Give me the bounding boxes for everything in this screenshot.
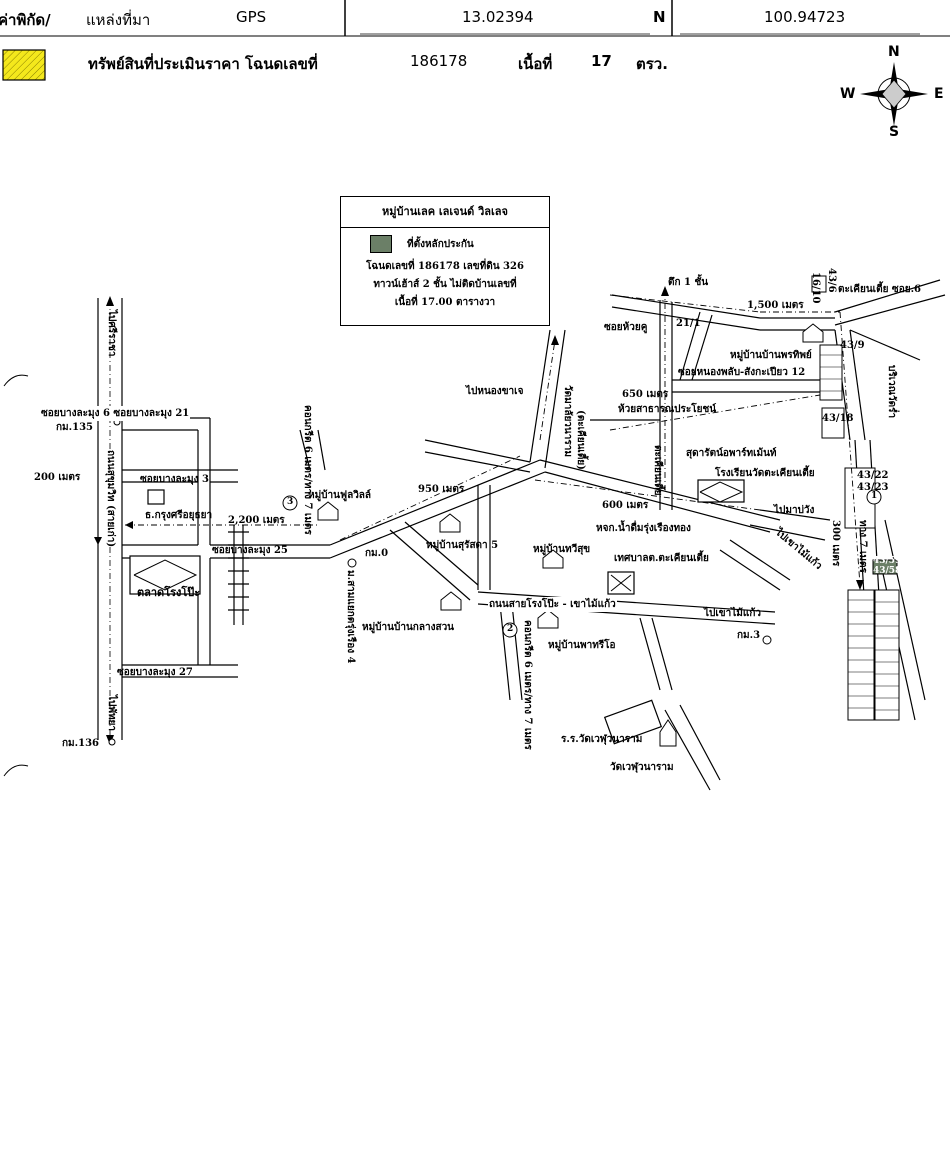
label-sriracha: ไปศรีราชา <box>106 310 117 357</box>
source-label: แหล่งที่มา <box>86 11 151 29</box>
label-sudarat: สุดารัตน์อพาร์ทเม้นท์ <box>686 448 777 459</box>
legend-title: หมู่บ้านเลค เลเจนด์ วิลเลจ <box>341 197 549 228</box>
label-43-22: 43/22 <box>857 470 889 481</box>
label-km3: กม.3 <box>737 630 761 641</box>
label-soi-25: ซอยบางละมุง 25 <box>212 545 288 556</box>
label-to-nongkhai: ไปหนองขาเจ <box>466 386 524 397</box>
area-value: 17 <box>591 52 612 70</box>
label-300m: 300 เมตร <box>830 520 841 567</box>
label-wat-veru: วัดเวฬุวนาราม <box>610 762 674 773</box>
compass-icon <box>860 62 928 126</box>
label-soi-huaiku: ซอยห้วยคู <box>604 322 648 333</box>
label-municipal: เทศบาลต.ตะเคียนเตี้ย <box>614 553 709 564</box>
label-village-patrio: หมู่บ้านพาทรีโอ <box>548 640 616 651</box>
property-label: ทรัพย์สินที่ประเมินราคา โฉนดเลขที่ <box>88 55 318 73</box>
label-building-1-floor: ตึก 1 ชั้น <box>668 277 709 288</box>
label-43-23: 43/23 <box>857 482 889 493</box>
label-to-khaomaikaeo-2: ไปเขาไม้แก้ว <box>773 526 824 573</box>
label-road-rongpo: ถนนสายโรงโป๊ะ - เขาไม้แก้ว <box>488 597 617 612</box>
label-village-full: หมู่บ้านฟูลวิลล์ <box>308 490 372 501</box>
legend-box: หมู่บ้านเลค เลเจนด์ วิลเลจ ที่ตั้งหลักปร… <box>340 196 550 326</box>
label-takhian: ตะเคียนเตี้ย <box>652 445 663 496</box>
label-43-18: 43/18 <box>822 413 854 424</box>
label-200m: 200 เมตร <box>34 472 81 483</box>
label-huai: ห้วยสาธารณประโยชน์ <box>618 404 717 415</box>
label-school-wat: ร.ร.วัดเวฬุวนาราม <box>561 734 643 745</box>
area-label: เนื้อที่ <box>518 55 553 73</box>
label-concrete-6: คอนกรีต 6 เมตร/ทาง 7 เมตร <box>522 620 533 750</box>
label-43-58: 43/58 <box>873 566 902 576</box>
label-km0: กม.0 <box>365 548 389 559</box>
label-600m: 600 เมตร <box>602 500 649 511</box>
area-unit: ตรว. <box>636 55 668 73</box>
hatch-swatch <box>2 49 46 81</box>
legend-swatch <box>370 235 392 253</box>
label-soi-27: ซอยบางละมุง 27 <box>117 667 193 678</box>
label-pattaya: ไปพัทยา <box>106 695 117 732</box>
label-sukhumvit: ถนนสุขุมวิท (สายเก่า) <box>102 450 119 548</box>
label-43-9: 43/9 <box>840 340 865 351</box>
label-market: ตลาดโรงโป๊ะ <box>137 586 201 599</box>
label-bank: ธ.กรุงศรีอยุธยา <box>145 510 213 521</box>
compass-s: S <box>889 124 900 140</box>
label-soi-jarung: ม.สามแยกตรุ่งเรือง 4 <box>345 570 356 664</box>
label-43-6: 43/6 <box>826 268 837 293</box>
label-village-suratsada: หมู่บ้านสุรัสดา 5 <box>426 540 499 551</box>
label-43-59: 43/59 <box>873 556 902 566</box>
property-row: ทรัพย์สินที่ประเมินราคา โฉนดเลขที่ 18617… <box>0 44 950 81</box>
label-wat-road: วัดมาลัยวนาราม <box>562 385 573 457</box>
source-value: GPS <box>236 8 267 26</box>
latitude-value: 13.02394 <box>462 8 534 26</box>
label-950m: 950 เมตร <box>418 484 465 495</box>
label-16-10: 16/10 <box>810 272 821 304</box>
longitude-value: 100.94723 <box>764 8 846 26</box>
compass-n: N <box>888 44 900 60</box>
label-to-mabwang: ไปมาบ่วัง <box>774 505 815 516</box>
header-grid <box>0 0 950 37</box>
label-soi-6-21: ซอยบางละมุง 6 ซอยบางละมุง 21 <box>40 406 191 421</box>
label-km135: กม.135 <box>56 422 94 433</box>
deed-number: 186178 <box>410 52 468 70</box>
label-takhian-soi-6: ตะเคียนเตี้ย ซอย.6 <box>838 284 922 295</box>
compass-e: E <box>934 86 944 102</box>
label-21-1: 21/1 <box>676 318 701 329</box>
circle-2: 2 <box>507 624 514 634</box>
label-wat-road-2: (ตะเคียนเตี้ย) <box>575 410 586 470</box>
label-2200m: 2,200 เมตร <box>228 515 285 526</box>
label-school-takhian: โรงเรียนวัดตะเคียนเตี้ย <box>715 468 815 479</box>
compass-w: W <box>840 86 856 102</box>
label-soi-nongplab: ซอยหนองพลับ-สังกะเปียว 12 <box>678 367 806 378</box>
margin-marks <box>3 374 29 777</box>
label-village-thawisuk: หมู่บ้านทวีสุข <box>533 544 591 555</box>
coord-label: ค่าพิกัด/ <box>0 11 51 29</box>
legend-line2: ทาวน์เฮ้าส์ 2 ชั้น ไม่ติดบ้านเลขที่ <box>373 279 517 290</box>
north-label: N <box>653 8 666 26</box>
circle-1: 1 <box>871 491 878 501</box>
label-to-khaomaikaeo: ไปเขาไม้แก้ว <box>704 608 761 619</box>
circle-3: 3 <box>287 497 294 507</box>
label-650m: 650 เมตร <box>622 389 669 400</box>
legend-line1: โฉนดเลขที่ 186178 เลขที่ดิน 326 <box>366 261 524 272</box>
header-coordinates-row: ค่าพิกัด/ แหล่งที่มา GPS 13.02394 N 100.… <box>0 0 950 37</box>
label-borwin: บริเวณวัดร่ำ <box>886 365 897 419</box>
label-1500m: 1,500 เมตร <box>747 300 804 311</box>
label-road-7m: ทาง 7 เมตร <box>857 520 868 573</box>
label-km136: กม.136 <box>62 738 100 749</box>
label-soi-3: ซอยบางละมุง 3 <box>140 474 209 485</box>
label-concrete-7: คอนกรีต 6 เมตร/ทาง 7 เมตร <box>302 405 313 535</box>
label-rungruang: หจก.น้ำดื่มรุ่งเรืองทอง <box>596 523 691 534</box>
legend-line3: เนื้อที่ 17.00 ตารางวา <box>394 297 496 308</box>
label-village-pornthip: หมู่บ้านบ้านพรทิพย์ <box>730 350 812 361</box>
legend-item: ที่ตั้งหลักประกัน <box>407 239 474 250</box>
compass-rose: N S W E <box>840 44 950 140</box>
label-village-klangsuan: หมู่บ้านบ้านกลางสวน <box>362 622 455 633</box>
